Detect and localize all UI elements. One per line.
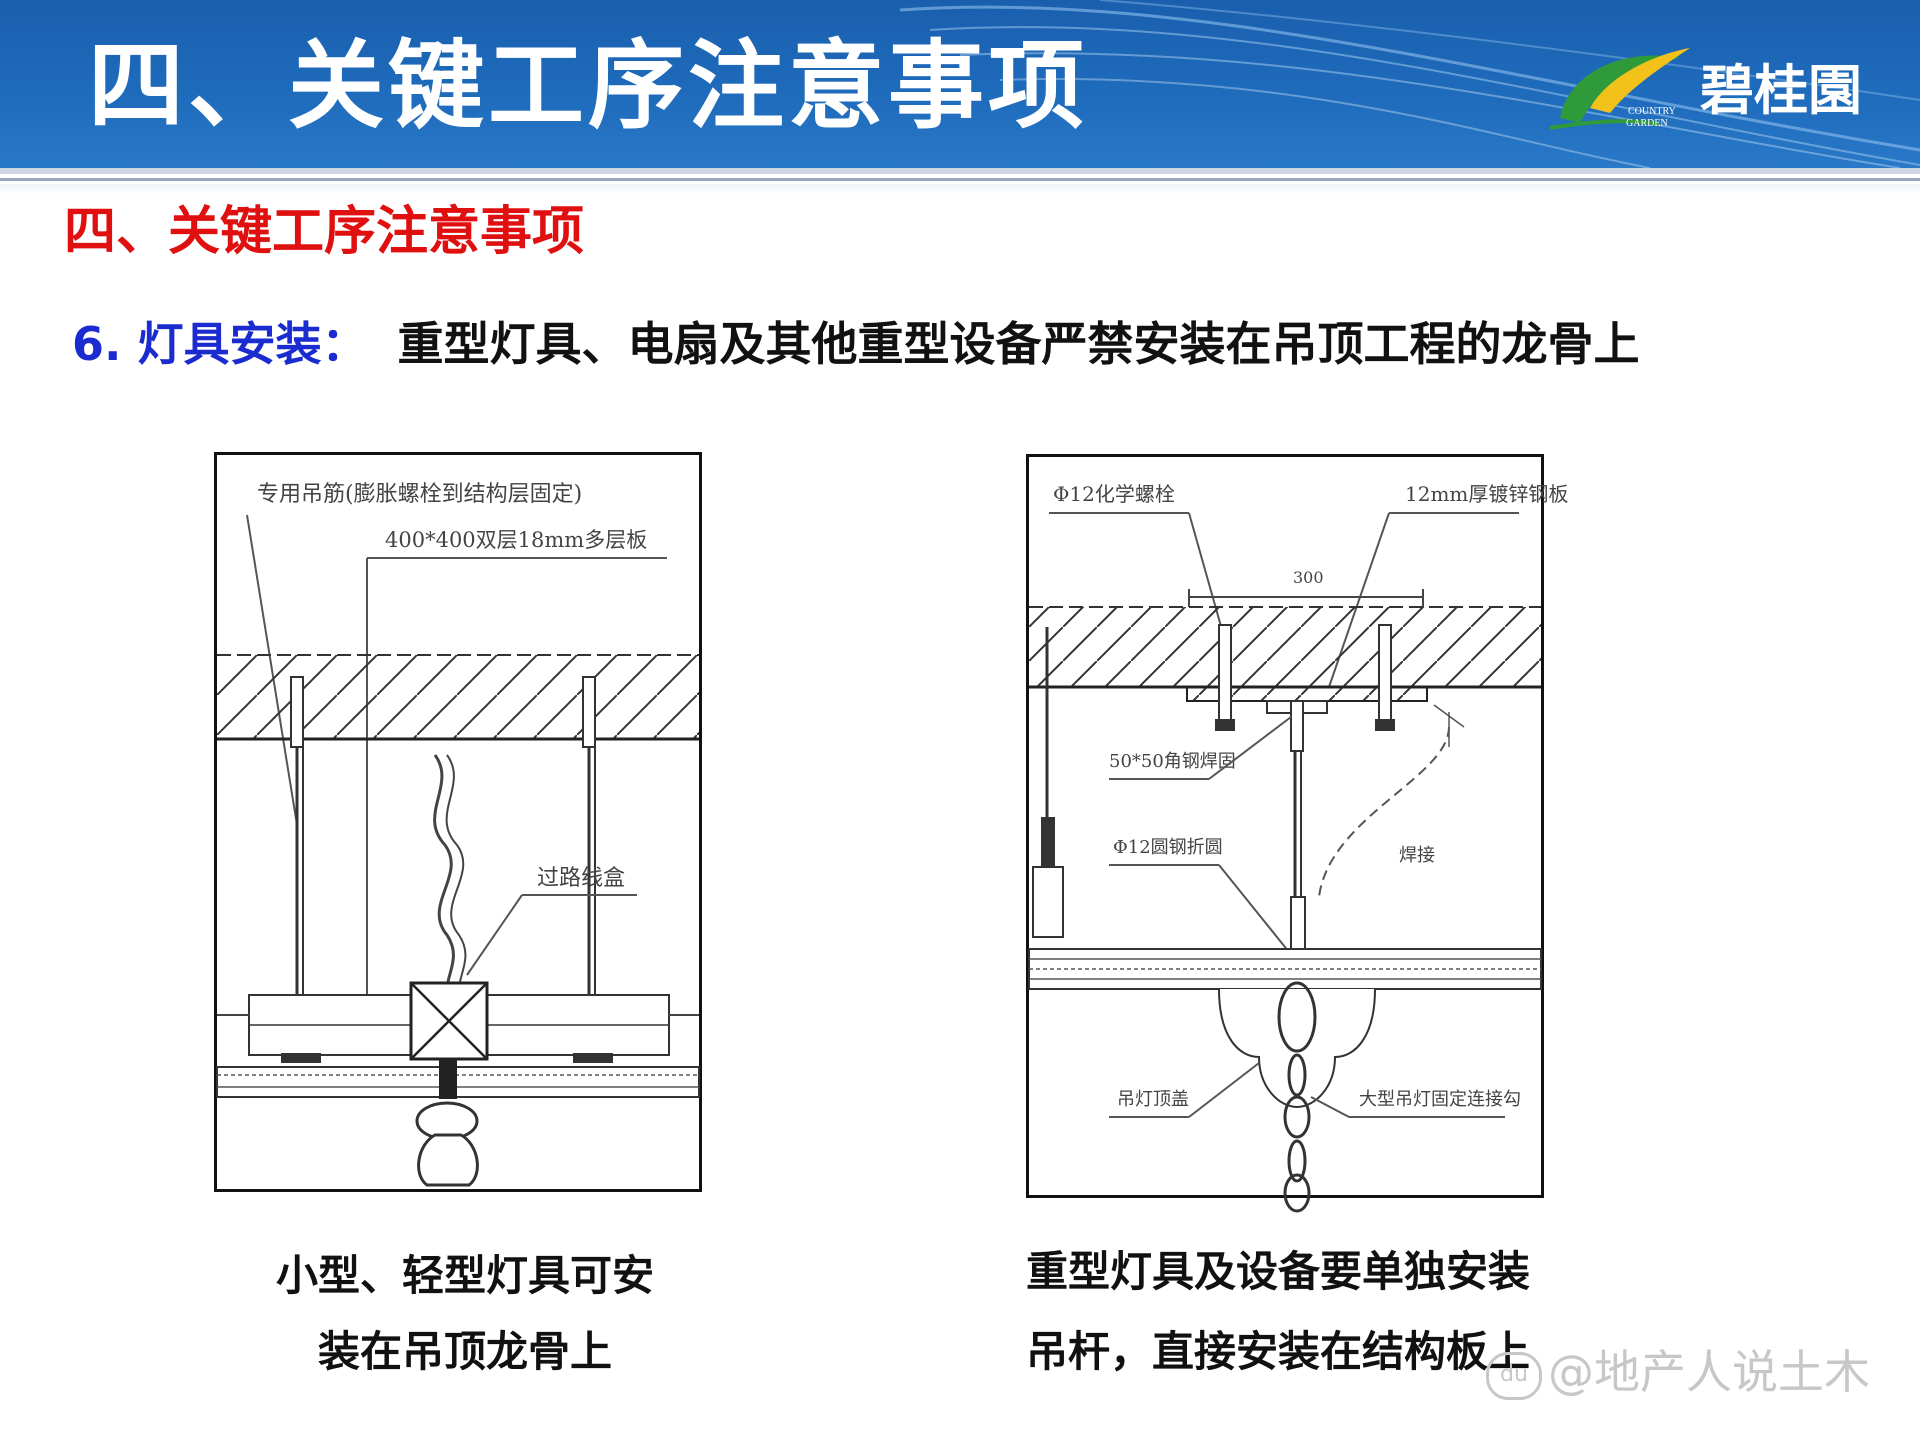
header-swoosh-decoration [899,0,1920,169]
canopy-label: 吊灯顶盖 [1117,1089,1189,1110]
ceiling-board [216,1066,700,1098]
weld-label: 焊接 [1399,845,1435,866]
hook-label: 大型吊灯固定连接勾 [1359,1089,1521,1110]
chemical-anchor-right [1375,624,1395,731]
logo-emblem-icon: COUNTRY GARDEN [1549,48,1690,130]
left-caption-line-1: 小型、轻型灯具可安 [276,1251,655,1300]
anchor-label: Φ12化学螺栓 [1053,482,1175,506]
left-caption-line-2: 装在吊顶龙骨上 [318,1327,613,1376]
item-label: 6. 灯具安装： [72,317,368,371]
cable [433,754,457,1012]
header-rule [0,168,1920,174]
steel-plate-label: 12mm厚镀锌钢板 [1405,482,1568,506]
heavy-fixture-drawing: Φ12化学螺栓 12mm厚镀锌钢板 300 50*50 [1028,482,1568,1213]
light-fixture-drawing: 专用吊筋(膨胀螺栓到结构层固定) 400*400双层18mm多层板 过路线盒 [216,482,700,1187]
hook-ring [1277,981,1317,1053]
watermark-badge-icon: du [1486,1351,1542,1400]
lamp-stem [439,1059,457,1099]
watermark: du@地产人说土木 [1486,1342,1870,1402]
hanger-label: 专用吊筋(膨胀螺栓到结构层固定) [257,482,582,507]
light-bulb-icon [417,1133,479,1187]
header-rule [0,178,1920,181]
dimension-label: 300 [1293,568,1324,587]
angle-steel-label: 50*50角钢焊固 [1109,751,1236,772]
svg-text:GARDEN: GARDEN [1626,118,1668,129]
header-title: 四、关键工序注意事项 [88,30,1088,142]
item-heading: 6. 灯具安装： 重型灯具、电扇及其他重型设备严禁安装在吊顶工程的龙骨上 [72,312,1640,376]
logo-text: 碧桂園 [1700,58,1862,122]
watermark-text: @地产人说土木 [1548,1345,1870,1399]
chemical-anchor-left [1215,624,1235,731]
chain-link [1283,1095,1311,1139]
light-fixture-diagram: 专用吊筋(膨胀螺栓到结构层固定) 400*400双层18mm多层板 过路线盒 [214,452,702,1192]
section-title: 四、关键工序注意事项 [64,202,585,262]
junction-box-label: 过路线盒 [537,866,625,891]
right-caption-line-1: 重型灯具及设备要单独安装 [1026,1247,1531,1296]
header-band: 四、关键工序注意事项 COUNTRY GARDEN 碧桂園 [0,0,1920,169]
structural-slab [1029,607,1541,687]
board-label: 400*400双层18mm多层板 [385,528,647,552]
svg-text:COUNTRY: COUNTRY [1628,106,1676,117]
round-steel-label: Φ12圆钢折圆 [1113,837,1223,858]
right-caption-line-2: 吊杆，直接安装在结构板上 [1026,1327,1531,1376]
header-rule [0,184,1920,194]
left-support [1032,627,1064,938]
structural-slab [217,655,699,739]
country-garden-logo: COUNTRY GARDEN 碧桂園 [1540,28,1880,138]
canopy [1218,988,1376,1109]
heavy-fixture-diagram: Φ12化学螺栓 12mm厚镀锌钢板 300 50*50 [1026,454,1568,1213]
item-text: 重型灯具、电扇及其他重型设备严禁安装在吊顶工程的龙骨上 [397,317,1640,371]
